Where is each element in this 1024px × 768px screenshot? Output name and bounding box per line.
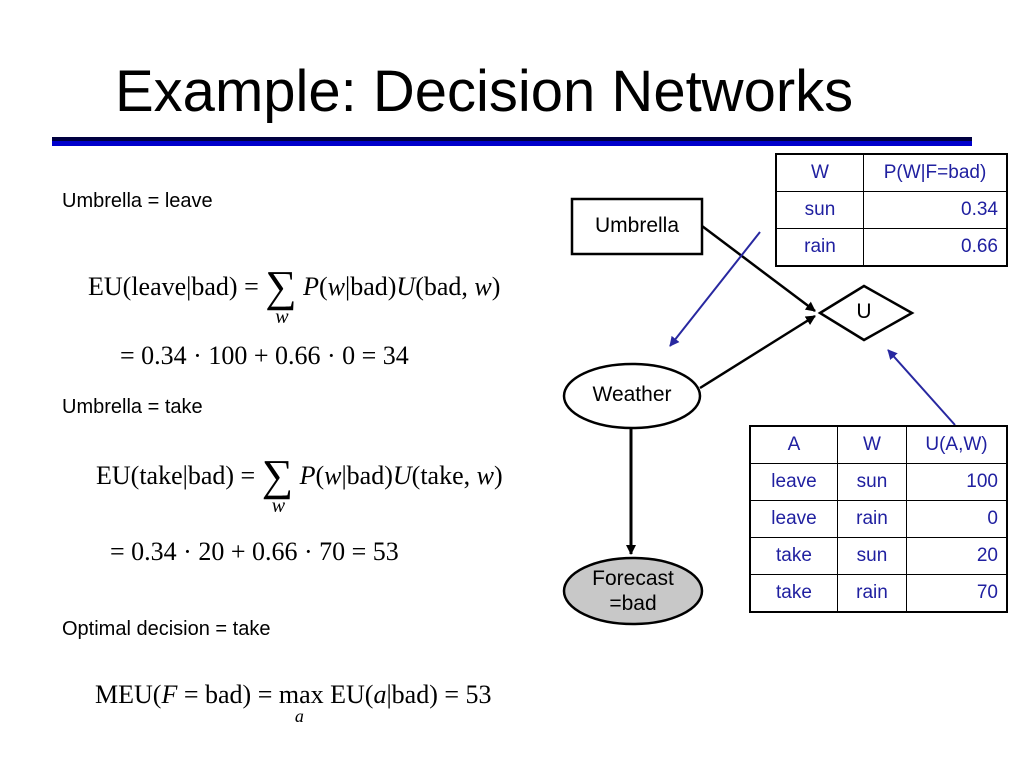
title-rule-dark (52, 137, 972, 141)
equation-eu-leave-value: = 0.34 · 100 + 0.66 · 0 = 34 (120, 341, 409, 370)
table-cell: 0.66 (863, 228, 1008, 267)
equation-eu-leave: EU(leave|bad) = ∑w P(w|bad)U(bad, w) (88, 262, 501, 329)
umbrella-node-shape (570, 197, 704, 256)
forecast-node-line1: Forecast (592, 567, 674, 590)
equation-eu-take: EU(take|bad) = ∑w P(w|bad)U(take, w) (96, 451, 503, 518)
arrow-umbrella-to-utility (701, 225, 816, 312)
table-cell: 100 (906, 463, 1008, 501)
table-cell: leave (749, 463, 838, 501)
table-row: sun 0.34 (775, 191, 1008, 229)
table-cell: take (749, 574, 838, 613)
table-cell: take (749, 537, 838, 575)
table-cell: 0.34 (863, 191, 1008, 229)
table-row: leave sun 100 (749, 463, 1008, 501)
slide-title: Example: Decision Networks (115, 59, 854, 124)
utility-table: A W U(A,W) leave sun 100 leave rain 0 ta… (749, 425, 1008, 613)
table-header: W (837, 425, 907, 464)
umbrella-node-label: Umbrella (594, 214, 680, 237)
forecast-node-line2: =bad (609, 592, 657, 615)
probability-table: W P(W|F=bad) sun 0.34 rain 0.66 (775, 153, 1008, 267)
title-rule (52, 137, 972, 146)
table-header: P(W|F=bad) (863, 153, 1008, 192)
case-leave-label: Umbrella = leave (62, 190, 213, 212)
table-header: A (749, 425, 838, 464)
arrow-prob-table-to-weather (669, 231, 761, 347)
forecast-node-label: Forecast =bad (564, 566, 702, 616)
table-row: take rain 70 (749, 574, 1008, 613)
table-cell: 70 (906, 574, 1008, 613)
weather-node-label: Weather (592, 383, 672, 406)
utility-node-label: U (856, 300, 872, 323)
table-row: W P(W|F=bad) (775, 153, 1008, 192)
table-cell: rain (775, 228, 864, 267)
case-take-label: Umbrella = take (62, 396, 203, 418)
table-cell: sun (837, 463, 907, 501)
forecast-node-shape (562, 556, 704, 626)
table-row: rain 0.66 (775, 228, 1008, 267)
table-cell: 20 (906, 537, 1008, 575)
optimal-decision-label: Optimal decision = take (62, 618, 271, 640)
utility-node-shape (817, 284, 915, 342)
table-header: U(A,W) (906, 425, 1008, 464)
table-cell: rain (837, 574, 907, 613)
table-row: take sun 20 (749, 537, 1008, 575)
table-cell: 0 (906, 500, 1008, 538)
table-cell: rain (837, 500, 907, 538)
weather-node-shape (562, 362, 702, 430)
table-cell: leave (749, 500, 838, 538)
table-header: W (775, 153, 864, 192)
table-row: A W U(A,W) (749, 425, 1008, 464)
arrow-weather-to-utility (699, 314, 816, 390)
arrow-util-table-to-utility (887, 349, 956, 426)
table-row: leave rain 0 (749, 500, 1008, 538)
table-cell: sun (837, 537, 907, 575)
equation-eu-take-value: = 0.34 · 20 + 0.66 · 70 = 53 (110, 537, 399, 566)
table-cell: sun (775, 191, 864, 229)
